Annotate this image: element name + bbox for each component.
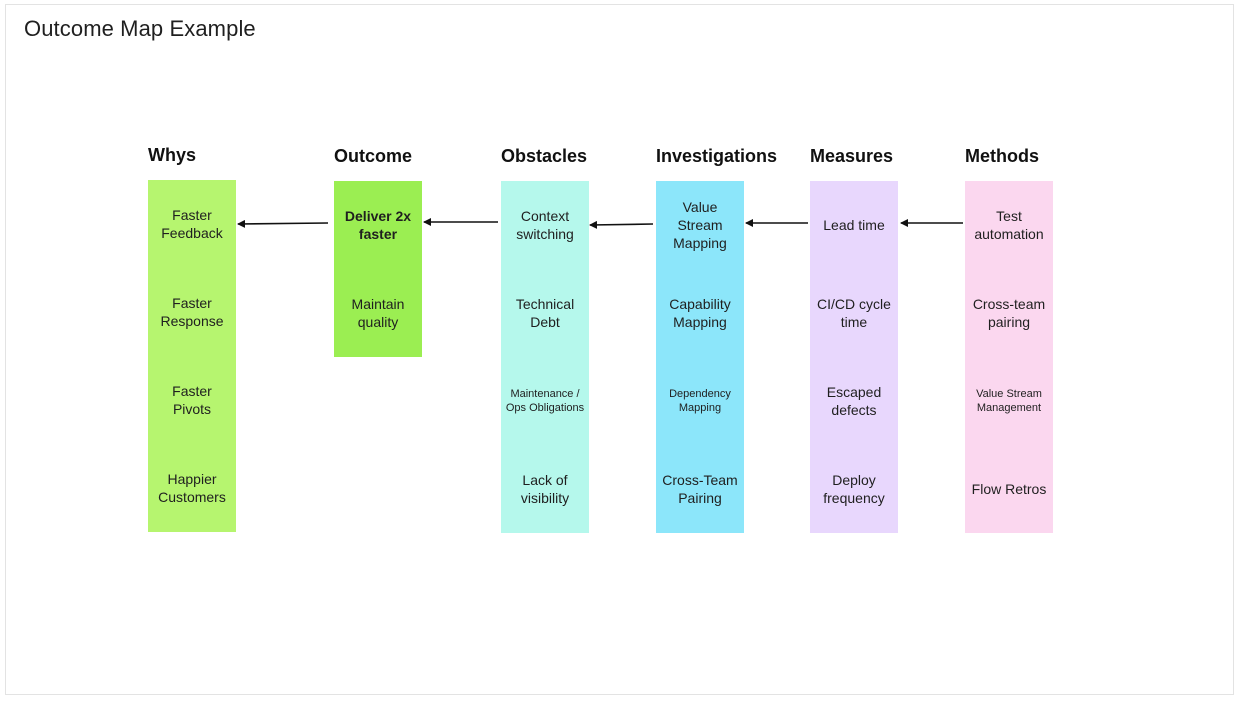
header-obstacles: Obstacles (501, 146, 588, 166)
sticky-note[interactable]: Capability Mapping (656, 269, 744, 357)
sticky-note[interactable]: Deploy frequency (810, 445, 898, 533)
arrow-investigations-to-obstacles (589, 220, 654, 229)
sticky-note[interactable]: Faster Feedback (148, 180, 236, 268)
sticky-note[interactable]: Dependency Mapping (656, 357, 744, 445)
arrow-outcome-to-whys (237, 219, 329, 228)
sticky-note[interactable]: Escaped defects (810, 357, 898, 445)
sticky-note[interactable]: Flow Retros (965, 445, 1053, 533)
header-measures: Measures (810, 146, 894, 166)
sticky-note[interactable]: Cross-team pairing (965, 269, 1053, 357)
sticky-note[interactable]: CI/CD cycle time (810, 269, 898, 357)
header-whys: Whys (148, 145, 197, 165)
sticky-note[interactable]: Lack of visibility (501, 445, 589, 533)
header-outcome: Outcome (334, 146, 413, 166)
sticky-note[interactable]: Value Stream Mapping (656, 181, 744, 269)
sticky-note[interactable]: Value Stream Management (965, 357, 1053, 445)
page-title: Outcome Map Example (24, 16, 256, 41)
sticky-note[interactable]: Maintenance / Ops Obligations (501, 357, 589, 445)
sticky-note[interactable]: Lead time (810, 181, 898, 269)
header-investigations: Investigations (656, 146, 778, 166)
sticky-note[interactable]: Context switching (501, 181, 589, 269)
sticky-note[interactable]: Test automation (965, 181, 1053, 269)
sticky-note[interactable]: Faster Response (148, 268, 236, 356)
sticky-note[interactable]: Faster Pivots (148, 356, 236, 444)
header-methods: Methods (965, 146, 1039, 166)
sticky-note[interactable]: Cross-Team Pairing (656, 445, 744, 533)
sticky-note[interactable]: Technical Debt (501, 269, 589, 357)
sticky-note[interactable]: Happier Customers (148, 444, 236, 532)
sticky-note[interactable]: Maintain quality (334, 269, 422, 357)
sticky-note[interactable]: Deliver 2x faster (334, 181, 422, 269)
